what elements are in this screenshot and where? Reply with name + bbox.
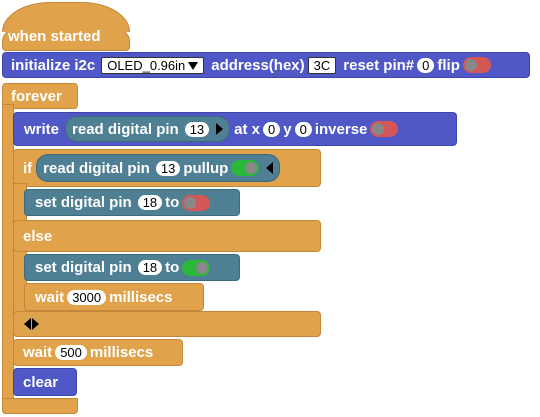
y-label: y [283, 120, 292, 138]
forever-label: forever [11, 87, 62, 105]
address-label: address(hex) [211, 56, 305, 74]
write-label: write [24, 120, 60, 138]
if-block-foot [13, 311, 321, 337]
inverse-label: inverse [314, 120, 368, 138]
set2-value-toggle[interactable] [182, 259, 211, 276]
toggle-knob-icon [245, 162, 258, 174]
wait-3000-block[interactable]: wait 3000 millisecs [24, 283, 204, 311]
reporter-pin-field[interactable]: 13 [184, 121, 210, 137]
initialize-i2c-block[interactable]: initialize i2c OLED_0.96in address(hex) … [2, 52, 530, 78]
wait-500-block[interactable]: wait 500 millisecs [13, 339, 183, 366]
set1-label: set digital pin [35, 194, 132, 211]
toggle-knob-icon [372, 123, 385, 135]
pullup-label: pullup [183, 159, 229, 177]
expand-arrow-icon[interactable] [216, 123, 224, 135]
wait-inner-label: wait [35, 288, 65, 306]
cond-label: read digital pin [43, 159, 150, 177]
set-digital-pin-block-2[interactable]: set digital pin 18 to [24, 254, 240, 281]
set2-label: set digital pin [35, 259, 132, 276]
reset-pin-field[interactable]: 0 [417, 57, 435, 73]
hat-label-overlay: when started [8, 28, 101, 45]
toggle-knob-icon [184, 196, 197, 209]
flip-toggle[interactable] [462, 57, 491, 73]
set-digital-pin-block-1[interactable]: set digital pin 18 to [24, 189, 240, 216]
clear-block[interactable]: clear [13, 368, 77, 396]
else-section: else [13, 220, 321, 252]
hat-cap [2, 2, 130, 32]
wait-inner-value-field[interactable]: 3000 [67, 289, 107, 305]
else-label: else [23, 227, 53, 245]
flip-label: flip [437, 56, 460, 74]
set1-value-toggle[interactable] [182, 194, 211, 211]
init-label: initialize i2c [11, 56, 96, 74]
display-dropdown-value: OLED_0.96in [107, 57, 186, 73]
add-else-arrow-icon[interactable] [32, 318, 39, 330]
clear-label: clear [23, 373, 59, 391]
read-digital-pin-pullup-reporter[interactable]: read digital pin 13 pullup [36, 154, 281, 182]
toggle-knob-icon [464, 59, 477, 71]
if-block[interactable]: if read digital pin 13 pullup [13, 149, 321, 187]
forever-block[interactable]: forever [2, 83, 78, 109]
set1-to-label: to [165, 194, 180, 211]
reset-pin-label: reset pin# [343, 56, 415, 74]
wait-outer-unit: millisecs [89, 344, 154, 361]
x-field[interactable]: 0 [263, 121, 281, 137]
cond-pin-field[interactable]: 13 [155, 160, 181, 176]
set2-pin-field[interactable]: 18 [137, 260, 163, 275]
if-label: if [23, 159, 33, 177]
wait-outer-value-field[interactable]: 500 [55, 345, 87, 360]
pullup-toggle[interactable] [231, 160, 260, 176]
forever-foot [2, 398, 78, 414]
display-dropdown[interactable]: OLED_0.96in [101, 56, 205, 74]
y-field[interactable]: 0 [294, 121, 312, 137]
wait-outer-label: wait [23, 344, 53, 361]
wait-inner-unit: millisecs [109, 288, 173, 306]
set1-pin-field[interactable]: 18 [137, 195, 163, 210]
dropdown-arrow-icon [188, 61, 199, 70]
at-x-label: at x [234, 120, 261, 138]
read-digital-pin-reporter[interactable]: read digital pin 13 [65, 116, 231, 142]
address-field[interactable]: 3C [307, 56, 337, 74]
reporter-label: read digital pin [72, 120, 179, 138]
inverse-toggle[interactable] [370, 121, 399, 137]
write-block[interactable]: write read digital pin 13 at x 0 y 0 inv… [13, 112, 457, 146]
toggle-knob-icon [196, 261, 209, 274]
collapse-arrow-icon[interactable] [266, 162, 274, 174]
remove-else-arrow-icon[interactable] [24, 318, 31, 330]
set2-to-label: to [165, 259, 180, 276]
